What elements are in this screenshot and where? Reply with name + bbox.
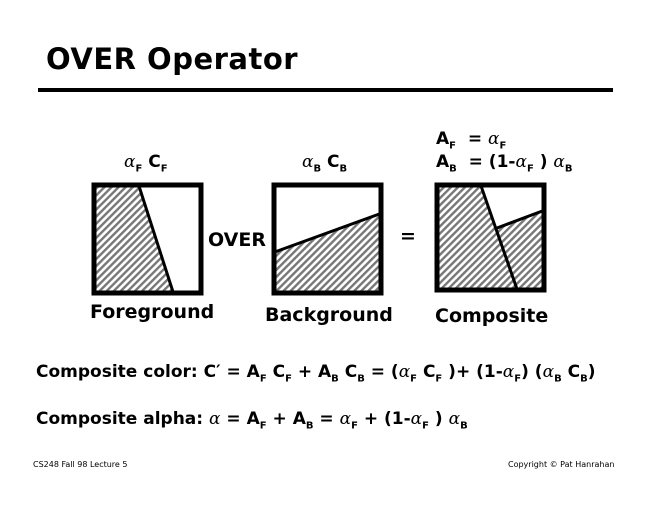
alpha-symbol: α <box>339 409 352 429</box>
subscript: F <box>514 373 522 385</box>
ab-formula: AB = (1-αF ) αB <box>436 152 573 174</box>
composite-fg-hatch <box>435 183 517 292</box>
formula-token: = <box>456 129 489 149</box>
formula-token: ) <box>533 152 554 172</box>
formula-token: )+ (1- <box>442 362 503 382</box>
alpha-symbol: α <box>448 409 461 429</box>
subscript: B <box>331 373 339 385</box>
subscript: F <box>422 420 429 432</box>
subscript: B <box>449 163 457 175</box>
formula-token: C <box>272 362 286 382</box>
background-edge <box>271 211 383 255</box>
subscript: B <box>339 163 348 175</box>
foreground-edge <box>136 182 176 296</box>
subscript: F <box>351 420 358 432</box>
alpha-symbol: α <box>124 152 136 172</box>
formula-token: C <box>327 152 340 172</box>
foreground-formula: αF CF <box>124 152 168 174</box>
equals-sign: = <box>400 225 416 247</box>
alpha-symbol: α <box>553 152 565 172</box>
subscript: B <box>313 163 322 175</box>
subscript: F <box>435 373 443 385</box>
composite-frame <box>434 182 547 293</box>
composite-fg-edge <box>478 182 520 293</box>
formula-token: A <box>246 362 260 382</box>
formula-token: A <box>436 152 450 172</box>
alpha-symbol: α <box>398 362 411 382</box>
subscript: F <box>259 373 267 385</box>
composite-bg-hatch <box>497 210 545 292</box>
composite-alpha-equation: Composite alpha: α = AF + AB = αF + (1-α… <box>36 409 468 431</box>
formula-token: C <box>567 362 581 382</box>
alpha-symbol: α <box>302 152 314 172</box>
subscript: F <box>449 140 457 152</box>
subscript: B <box>554 373 562 385</box>
formula-token: ) <box>428 409 449 429</box>
formula-token: + (1- <box>357 409 411 429</box>
formula-token: = ( <box>364 362 399 382</box>
subscript: B <box>305 420 314 432</box>
alpha-symbol: α <box>502 362 515 382</box>
formula-token: A <box>246 409 260 429</box>
background-hatch <box>272 213 382 295</box>
formula-token: = <box>313 409 340 429</box>
formula-token: C <box>344 362 358 382</box>
composite-bg-edge <box>496 208 546 230</box>
subscript: F <box>135 163 143 175</box>
composite-box <box>434 182 547 293</box>
formula-token: C <box>422 362 436 382</box>
background-label: Background <box>265 304 393 326</box>
alpha-symbol: α <box>209 409 221 429</box>
formula-token: A <box>436 129 450 149</box>
alpha-symbol: α <box>515 152 527 172</box>
formula-token: A <box>292 409 306 429</box>
subscript: F <box>410 373 418 385</box>
footer-course: CS248 Fall 98 Lecture 5 <box>33 460 128 469</box>
foreground-label: Foreground <box>90 301 215 323</box>
formula-token: + <box>266 409 293 429</box>
formula-token: = (1- <box>456 152 516 172</box>
foreground-box <box>91 182 204 296</box>
formula-token: C <box>148 152 161 172</box>
background-box <box>271 182 384 296</box>
composite-label: Composite <box>435 305 549 327</box>
alpha-symbol: α <box>542 362 555 382</box>
subscript: B <box>357 373 365 385</box>
formula-token: Composite color: C′ = <box>36 362 247 382</box>
formula-token: ) ( <box>521 362 543 382</box>
alpha-symbol: α <box>410 409 423 429</box>
foreground-hatch <box>92 183 173 295</box>
formula-token: A <box>318 362 332 382</box>
formula-token: + <box>291 362 318 382</box>
title-rule <box>38 88 613 92</box>
af-formula: AF = αF <box>436 129 506 151</box>
footer-copyright: Copyright © Pat Hanrahan <box>508 460 615 469</box>
formula-token: ) <box>587 362 596 382</box>
subscript: B <box>460 420 468 432</box>
formula-token: Composite alpha: <box>36 409 209 429</box>
foreground-frame <box>91 182 204 296</box>
subscript: B <box>580 373 588 385</box>
formula-token: = <box>220 409 247 429</box>
composite-color-equation: Composite color: C′ = AF CF + AB CB = (α… <box>36 362 596 384</box>
background-frame <box>271 182 384 296</box>
subscript: F <box>259 420 267 432</box>
subscript: F <box>285 373 292 385</box>
subscript: F <box>499 140 507 152</box>
subscript: F <box>526 163 534 175</box>
background-formula: αB CB <box>302 152 347 174</box>
slide-title: OVER Operator <box>46 42 299 76</box>
subscript: F <box>160 163 168 175</box>
over-label: OVER <box>208 229 266 251</box>
alpha-symbol: α <box>488 129 500 149</box>
subscript: B <box>564 163 573 175</box>
